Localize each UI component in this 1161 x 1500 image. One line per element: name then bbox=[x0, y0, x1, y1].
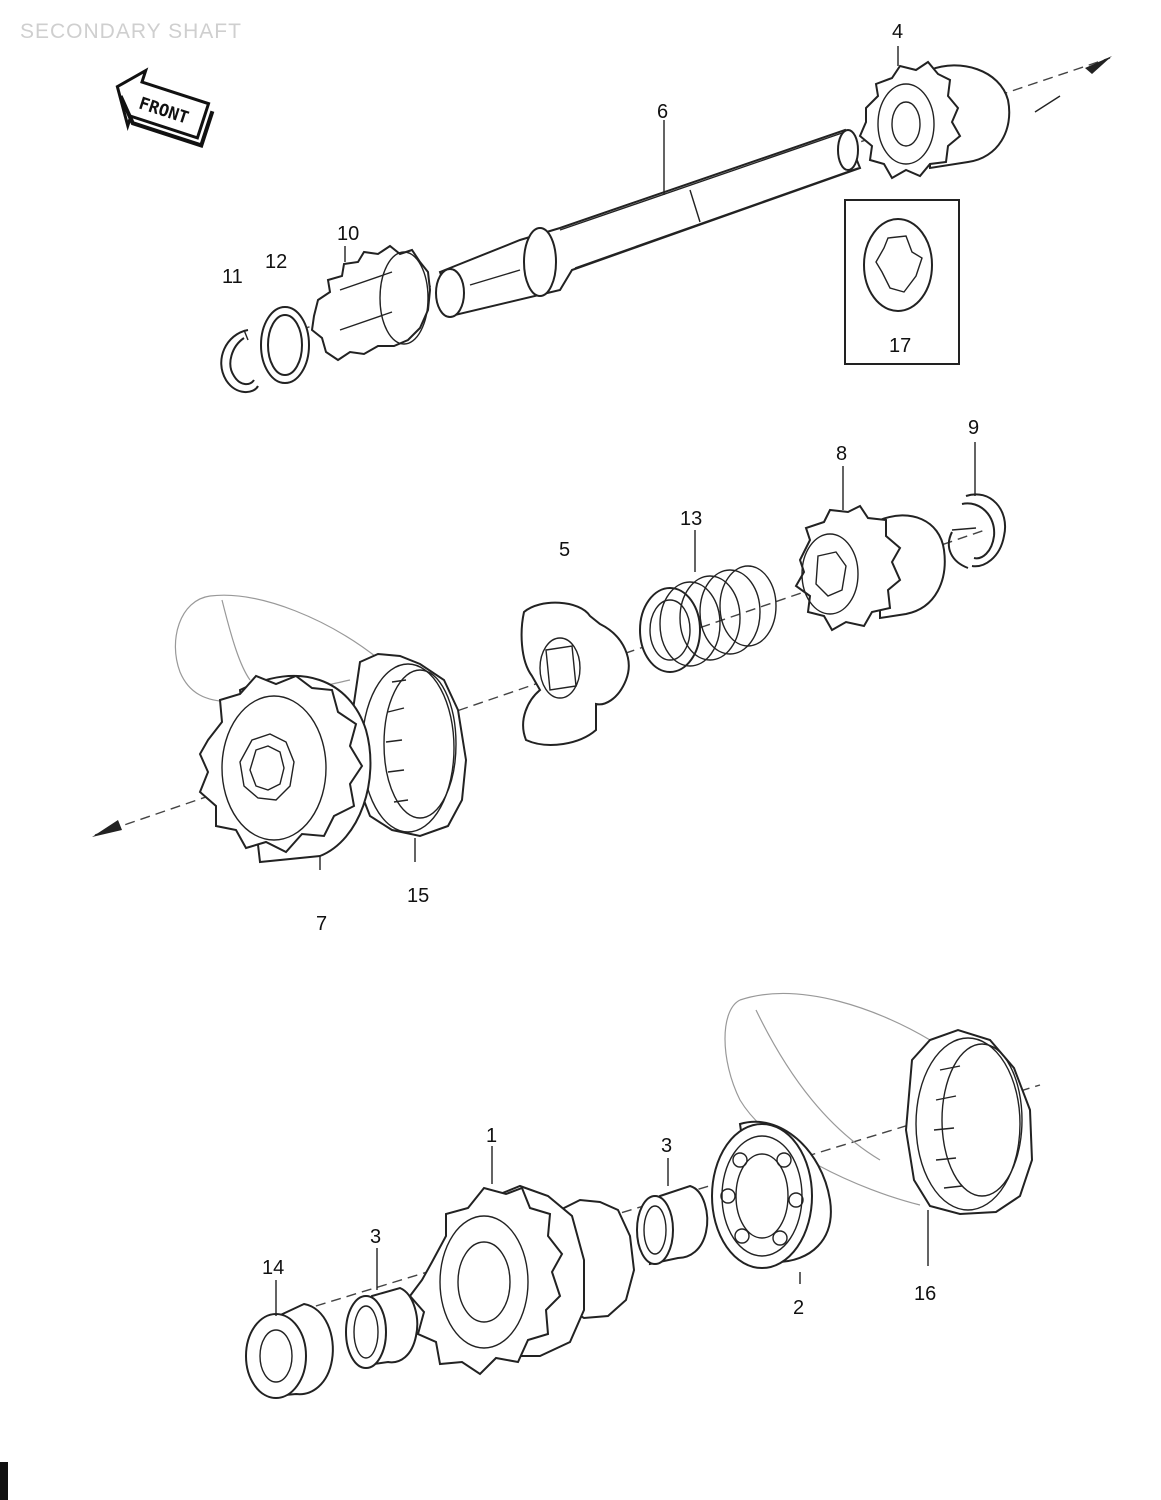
front-arrow-badge: FRONT bbox=[115, 67, 215, 148]
sprocket-15-part bbox=[348, 652, 468, 838]
callout-9: 9 bbox=[968, 417, 979, 439]
shaft-part bbox=[435, 128, 862, 318]
callout-16: 16 bbox=[914, 1283, 936, 1305]
callout-14: 14 bbox=[262, 1257, 284, 1279]
gear-1-part bbox=[408, 1184, 636, 1376]
callout-5: 5 bbox=[559, 539, 570, 561]
needle-bearing-3b-part bbox=[345, 1286, 419, 1369]
page-edge-mark bbox=[0, 1462, 8, 1500]
sprocket-16-part bbox=[904, 1028, 1034, 1216]
gear-10-part bbox=[310, 244, 432, 362]
washer-12-part bbox=[260, 306, 310, 384]
collar-14-part bbox=[245, 1302, 334, 1399]
callout-17: 17 bbox=[889, 335, 911, 357]
callout-1: 1 bbox=[486, 1125, 497, 1147]
callout-4: 4 bbox=[892, 21, 903, 43]
callout-3a: 3 bbox=[661, 1135, 672, 1157]
diagram-title: SECONDARY SHAFT bbox=[20, 20, 242, 43]
chain-16-loop bbox=[724, 999, 921, 1206]
circlip-11-part bbox=[220, 329, 259, 393]
callout-3b: 3 bbox=[370, 1226, 381, 1248]
sprocket-7-part bbox=[198, 674, 372, 864]
shift-dog-5-part bbox=[520, 601, 630, 746]
callout-11: 11 bbox=[222, 266, 243, 288]
callout-15: 15 bbox=[407, 885, 429, 907]
needle-bearing-3a-part bbox=[636, 1184, 709, 1266]
callout-13: 13 bbox=[680, 508, 702, 530]
callout-2: 2 bbox=[793, 1297, 804, 1319]
circlip-9-part bbox=[947, 493, 1007, 569]
ball-bearing-2-part bbox=[711, 1120, 832, 1269]
gear-4-part bbox=[858, 60, 1011, 180]
middle-axis-arrowhead bbox=[92, 820, 122, 837]
inset-box-17 bbox=[844, 199, 960, 365]
gear-8-part bbox=[794, 504, 946, 632]
callout-7: 7 bbox=[316, 913, 327, 935]
callout-12: 12 bbox=[265, 251, 287, 273]
callout-10: 10 bbox=[337, 223, 359, 245]
spring-13-part bbox=[639, 565, 777, 673]
top-axis-arrowhead bbox=[1085, 56, 1112, 74]
callout-8: 8 bbox=[836, 443, 847, 465]
callout-6: 6 bbox=[657, 101, 668, 123]
